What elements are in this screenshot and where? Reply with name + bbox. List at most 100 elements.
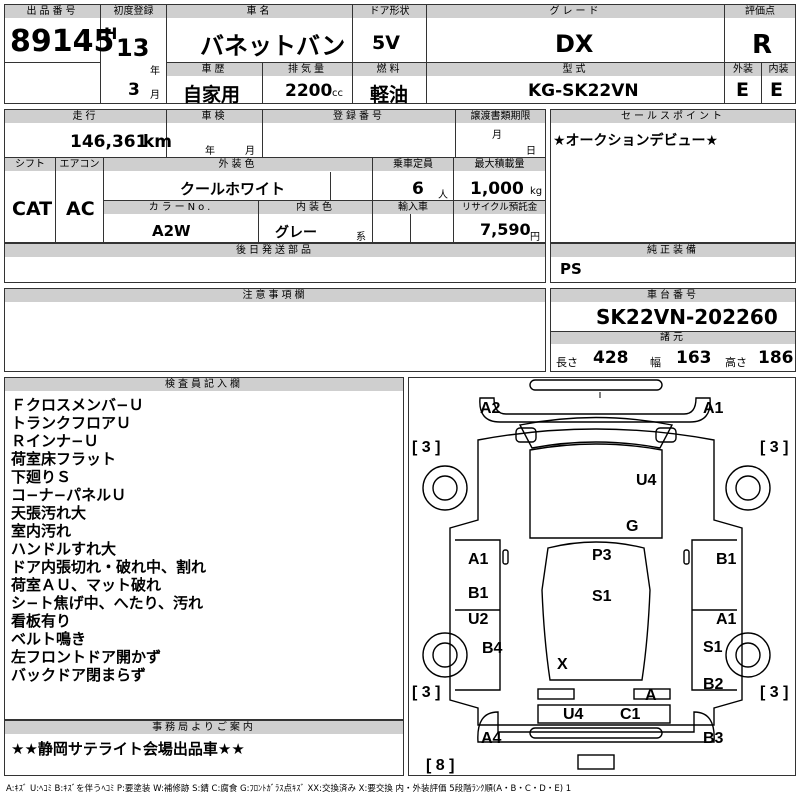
divider	[550, 331, 796, 332]
equipment: PS	[560, 260, 582, 278]
sales-point: ★オークションデビュー★	[553, 133, 719, 149]
wheel-fl	[422, 465, 468, 511]
rear-panel	[477, 711, 715, 743]
inspector-note-line: ドア内張切れ・破れ中、割れ	[11, 558, 207, 576]
roof	[529, 443, 663, 539]
displacement: 2200	[285, 81, 333, 101]
tire-fl: [ 3 ]	[412, 439, 441, 456]
width: 163	[676, 348, 712, 368]
detail-box	[4, 109, 546, 243]
mirror-right	[655, 427, 677, 443]
grade: DX	[555, 30, 594, 58]
lot-label: 出品番号	[5, 5, 100, 18]
divider	[55, 157, 56, 243]
divider	[4, 157, 546, 158]
mark-b1-left: B1	[468, 585, 489, 602]
month-unit: 月	[150, 90, 160, 101]
inspector-note-line: Ｒインナ−Ｕ	[11, 432, 99, 450]
mark-u4-roof: U4	[636, 472, 657, 489]
door-label: ドア形状	[353, 5, 426, 18]
cabin-floor	[541, 541, 651, 681]
rear-bumper	[529, 727, 663, 739]
inspector-note-line: 下廻りＳ	[11, 468, 72, 486]
mark-a1-left: A1	[468, 551, 489, 568]
model: KG-SK22VN	[528, 81, 639, 101]
divider	[103, 200, 546, 201]
lot-number: 89145	[10, 24, 115, 59]
transfer-month-unit: 月	[492, 130, 502, 141]
recycle-unit: 円	[530, 232, 540, 243]
name-label: 車名	[167, 5, 352, 18]
mark-b1-right: B1	[716, 551, 737, 568]
load-unit: kg	[530, 186, 543, 197]
mark-a4-rear-left: A4	[481, 730, 502, 747]
interior-color: グレー	[275, 225, 317, 241]
windshield	[518, 416, 674, 449]
chassis-number: SK22VN-202260	[596, 305, 778, 329]
front-bumper	[529, 379, 663, 391]
later-parts-label: 後日発送部品	[5, 244, 545, 257]
int-grade: E	[770, 79, 783, 101]
wheel-fr	[725, 465, 771, 511]
mark-b4-left: B4	[482, 640, 503, 657]
caution-box	[4, 288, 546, 372]
inspector-note-line: シ−ト焦げ中、へたり、汚れ	[11, 594, 203, 612]
tire-rr: [ 3 ]	[760, 684, 789, 701]
office-label: 事務局よりご案内	[5, 721, 403, 734]
divider	[166, 62, 796, 63]
capacity: 6	[412, 179, 424, 199]
damage-diagram-box	[408, 377, 796, 776]
load: 1,000	[470, 179, 524, 199]
year-unit: 年	[150, 66, 160, 77]
sales-point-label: セールスポイント	[551, 110, 795, 123]
interior-label: 内装色	[259, 201, 372, 214]
divider	[262, 62, 263, 104]
door-type: 5V	[372, 32, 400, 54]
colorno: A2W	[152, 222, 191, 240]
door-right	[691, 539, 737, 691]
divider	[426, 4, 427, 104]
inspector-note-line: 天張汚れ大	[11, 504, 87, 522]
spec-label: 諸元	[551, 331, 795, 344]
mark-b2-right: B2	[703, 676, 724, 693]
tire-rl: [ 3 ]	[412, 684, 441, 701]
interior-unit: 系	[356, 232, 366, 243]
displacement-label: 排気量	[263, 63, 352, 76]
km-unit: km	[143, 132, 173, 152]
mileage: 146,361	[70, 132, 148, 152]
shift: CAT	[12, 198, 53, 220]
divider	[761, 62, 762, 104]
inspector-note-line: バックドア閉まらず	[11, 666, 146, 684]
legend: A:ｷｽﾞ U:ﾍｺﾐ B:ｷｽﾞを伴うﾍｺﾐ P:要塗装 W:補修跡 S:錆 …	[6, 784, 572, 794]
score: R	[752, 30, 773, 60]
mark-a1-right: A1	[716, 611, 737, 628]
wheel-rr	[725, 632, 771, 678]
mark-p3: P3	[592, 547, 612, 564]
front-panel	[479, 397, 711, 423]
divider	[100, 4, 101, 104]
license-plate	[577, 754, 615, 770]
cc-unit: cc	[332, 88, 343, 99]
int-label: 内装	[762, 63, 795, 76]
width-label: 幅	[650, 356, 661, 369]
sales-point-box	[550, 109, 796, 243]
mirror-left	[515, 427, 537, 443]
chassis-box	[550, 288, 796, 372]
shift-label: シフト	[5, 158, 55, 171]
era: H	[104, 24, 118, 43]
divider	[166, 4, 167, 104]
transfer-day-unit: 日	[526, 146, 536, 157]
office-box: 事務局よりご案内 ★★静岡サテライト会場出品車★★	[4, 720, 404, 776]
tail-left	[537, 688, 575, 700]
door-left	[455, 539, 501, 691]
height-label: 高さ	[725, 356, 747, 369]
mark-g-windshield: G	[626, 518, 639, 535]
recycle-fee: 7,590	[480, 220, 531, 239]
ext-grade: E	[736, 79, 749, 101]
tire-fr: [ 3 ]	[760, 439, 789, 456]
spare-tire: [ 8 ]	[426, 757, 455, 774]
transfer-label: 譲渡書類期限	[456, 110, 545, 123]
